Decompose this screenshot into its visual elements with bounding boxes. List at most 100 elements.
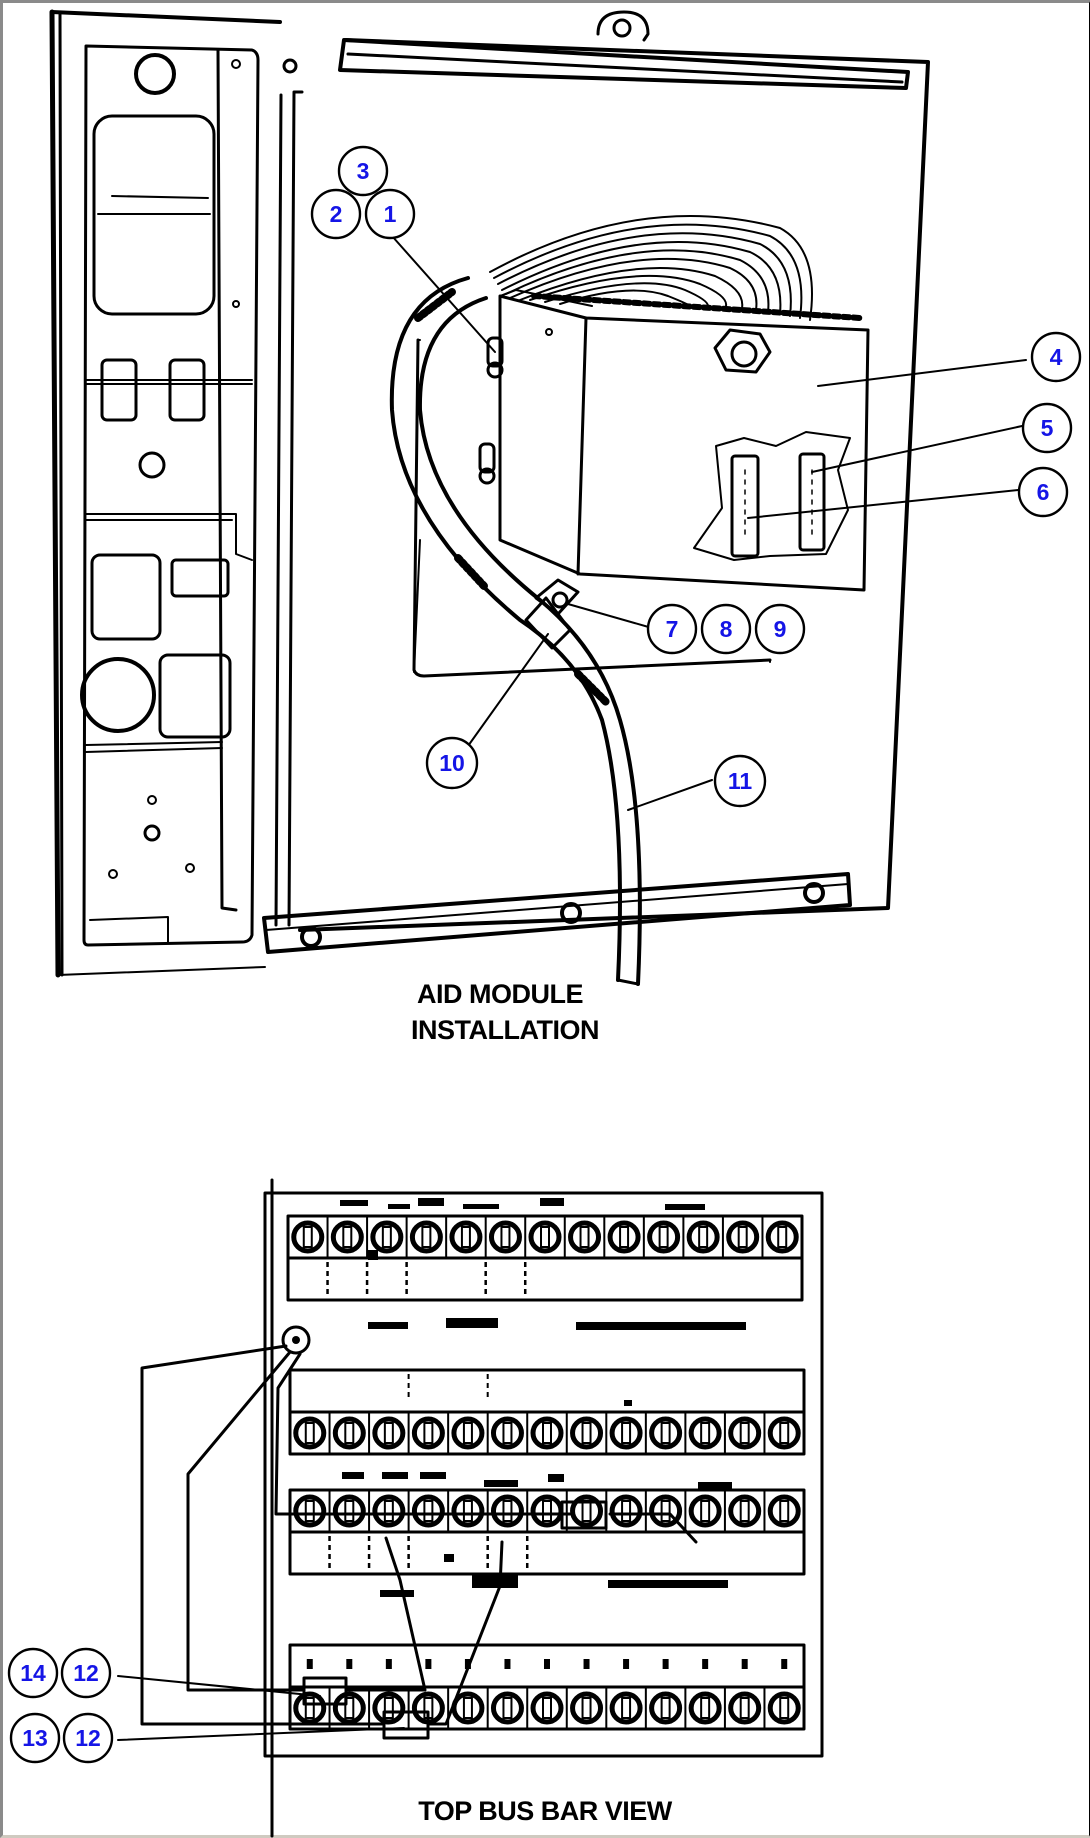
callout-10: 10 [425, 736, 479, 790]
screw-slot [739, 1500, 750, 1522]
screw-slot [304, 1697, 315, 1719]
screw-slot [739, 1697, 750, 1719]
screw-slot [737, 1226, 748, 1248]
bus-bar-enclosure [263, 1191, 824, 1758]
callout-12-upper: 12 [60, 1647, 112, 1699]
screw-slot [344, 1697, 355, 1719]
screw-slot [581, 1697, 592, 1719]
screw-slot [621, 1500, 632, 1522]
screw-slot [383, 1422, 394, 1444]
svg-text:11: 11 [728, 768, 753, 794]
screw-slot [660, 1422, 671, 1444]
svg-text:13: 13 [22, 1725, 48, 1751]
screw-slot [700, 1697, 711, 1719]
bottom-mounting-bar [262, 872, 852, 954]
terminal-number-mark [781, 1659, 788, 1669]
callout-12-lower: 12 [62, 1712, 114, 1764]
screw-slot [700, 1422, 711, 1444]
svg-text:1: 1 [384, 201, 397, 227]
screw-slot [304, 1422, 315, 1444]
screw-slot [462, 1697, 473, 1719]
screw-slot [779, 1422, 790, 1444]
aid-module-installation-figure: 1 2 3 4 5 6 7 8 9 10 11 AID MODULE INSTA… [49, 9, 1082, 1045]
callout-3: 3 [337, 145, 389, 197]
callout-14: 14 [7, 1647, 59, 1699]
terminal-strip-3 [288, 1488, 806, 1576]
screw-slot [421, 1226, 432, 1248]
terminal-number-mark [623, 1659, 630, 1669]
terminal-number-mark [306, 1659, 313, 1669]
screw-slot [779, 1697, 790, 1719]
screw-slot [462, 1500, 473, 1522]
terminal-strip-1 [286, 1214, 804, 1302]
terminal-strips [286, 1214, 806, 1731]
leader-lines-top [391, 235, 1027, 811]
ground-stud [281, 1325, 311, 1355]
screw-slot [542, 1500, 552, 1522]
screw-slot [542, 1422, 552, 1444]
left-panel-door [49, 9, 282, 978]
screw-slot [777, 1226, 788, 1248]
screw-slot [344, 1422, 355, 1444]
terminal-number-mark [741, 1659, 748, 1669]
screw-slot [540, 1226, 550, 1248]
terminal-number-mark [544, 1659, 550, 1669]
callout-11: 11 [713, 754, 767, 808]
svg-text:2: 2 [330, 201, 343, 227]
caption-top-bus-bar-view: TOP BUS BAR VIEW [418, 1796, 673, 1826]
terminal-number-mark [504, 1659, 511, 1669]
screw-slot [621, 1422, 632, 1444]
svg-text:12: 12 [73, 1660, 99, 1686]
screw-slot [579, 1226, 590, 1248]
callout-7: 7 [646, 603, 698, 655]
terminal-strip-4 [288, 1643, 806, 1731]
terminal-number-mark [346, 1659, 353, 1669]
mounting-plate [274, 10, 930, 932]
screw-slot [500, 1226, 511, 1248]
callout-5: 5 [1021, 402, 1073, 454]
screw-slot [619, 1226, 630, 1248]
terminal-strip-2 [288, 1368, 806, 1456]
screw-slot [698, 1226, 709, 1248]
screw-slot [381, 1226, 392, 1248]
terminal-number-mark [385, 1659, 392, 1669]
screw-slot [304, 1500, 315, 1522]
strip-labels [340, 1198, 746, 1597]
svg-text:12: 12 [75, 1725, 101, 1751]
screw-slot [383, 1500, 394, 1522]
callout-4: 4 [1030, 331, 1082, 383]
inline-connector-top [560, 1500, 608, 1530]
screw-slot [383, 1697, 394, 1719]
terminal-number-mark [583, 1659, 590, 1669]
screw-slot [302, 1226, 313, 1248]
wire-bundle [489, 215, 813, 321]
callout-6: 6 [1017, 466, 1069, 518]
screw-slot [423, 1500, 434, 1522]
screw-slot [621, 1697, 632, 1719]
caption-installation: INSTALLATION [411, 1015, 599, 1045]
inline-connector-13 [382, 1710, 430, 1740]
screw-slot [542, 1697, 552, 1719]
callout-1: 1 [364, 188, 416, 240]
screw-slot [502, 1697, 513, 1719]
screw-slot [739, 1422, 750, 1444]
screw-slot [502, 1500, 513, 1522]
screw-slot [462, 1422, 473, 1444]
screw-slot [423, 1422, 434, 1444]
svg-text:14: 14 [20, 1660, 46, 1686]
bus-bar-wiring [140, 1178, 698, 1838]
screw-slot [660, 1500, 671, 1522]
top-bus-bar-view-figure: 14 12 13 12 TOP BUS BAR VIEW [7, 1178, 824, 1838]
svg-text:3: 3 [357, 158, 370, 184]
svg-text:6: 6 [1037, 479, 1050, 505]
callout-9: 9 [754, 603, 806, 655]
svg-text:4: 4 [1050, 344, 1063, 370]
screw-slot [502, 1422, 513, 1444]
callout-2: 2 [310, 188, 362, 240]
caption-aid-module: AID MODULE [417, 979, 583, 1009]
inline-connector-14 [302, 1676, 348, 1706]
screw-slot [700, 1500, 711, 1522]
aid-module [478, 215, 870, 592]
screw-slot [660, 1697, 671, 1719]
